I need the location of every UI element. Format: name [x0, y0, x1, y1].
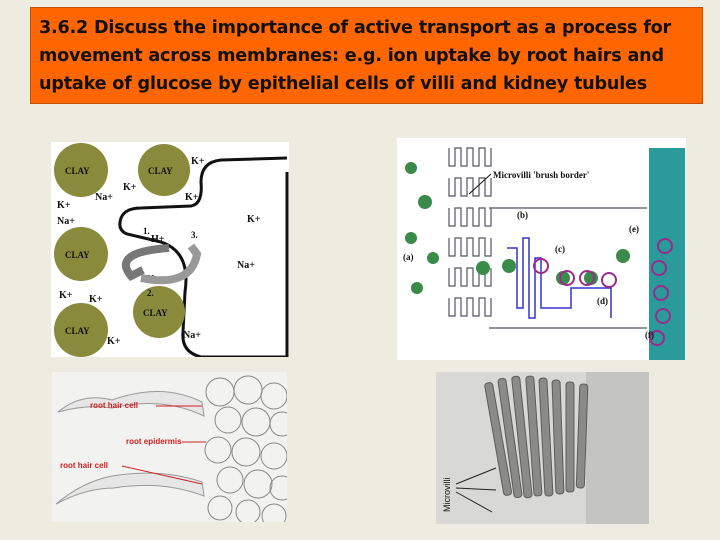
label-f: (f) — [645, 330, 654, 340]
k-ion-label: K+ — [57, 200, 71, 211]
k-ion-label: K+ — [123, 182, 137, 193]
root-hair-cell-outline — [118, 156, 289, 357]
clay-particle-4: CLAY — [133, 286, 185, 338]
slide-title: 3.6.2 Discuss the importance of active t… — [39, 18, 672, 94]
step-3-label: 3. — [191, 230, 198, 240]
k-ion-label: K+ — [247, 214, 261, 225]
label-e: (e) — [629, 224, 639, 234]
k-ion-label: K+ — [185, 192, 199, 203]
root-hair-cell-label-top: root hair cell — [90, 401, 138, 410]
root-hair-micrograph: root hair cell root epidermis root hair … — [52, 372, 287, 522]
svg-text:CLAY: CLAY — [65, 250, 90, 260]
clay-particle-2: CLAY — [138, 144, 190, 196]
root-hair-top — [57, 391, 205, 417]
clay-particle-3: CLAY — [54, 227, 108, 281]
root-cortex-cells — [204, 375, 287, 522]
blood-capillary — [649, 148, 685, 360]
root-hair-bottom — [55, 472, 205, 505]
na-ion-label: Na+ — [95, 192, 113, 203]
k-ion-label: K+ — [59, 290, 73, 301]
microvilli-pointer-lines — [455, 467, 497, 513]
glucose-molecules — [405, 162, 630, 294]
label-d: (d) — [597, 296, 608, 306]
microvilli-structures — [484, 375, 589, 499]
step-2-label: 2. — [147, 288, 154, 298]
brush-border-microvilli — [448, 147, 647, 329]
brush-border-label: Microvilli 'brush border' — [493, 170, 589, 180]
organelle-outline — [507, 237, 612, 319]
svg-text:CLAY: CLAY — [65, 326, 90, 336]
root-epidermis-label: root epidermis — [126, 437, 182, 446]
carrier-proteins — [533, 238, 673, 346]
svg-text:CLAY: CLAY — [65, 166, 90, 176]
clay-particle-5: CLAY — [54, 303, 108, 357]
k-ion-label: K+ — [191, 156, 205, 167]
microvilli-micrograph: Microvilli — [436, 372, 649, 524]
label-a: (a) — [403, 252, 414, 262]
exchange-arrow-left — [121, 244, 170, 281]
svg-text:CLAY: CLAY — [148, 166, 173, 176]
svg-text:CLAY: CLAY — [143, 308, 168, 318]
na-ion-label: Na+ — [57, 216, 75, 227]
label-b: (b) — [517, 210, 528, 220]
exchange-arrow-right — [140, 243, 202, 285]
h-ion-label: H+ — [151, 234, 165, 245]
na-ion-label: Na+ — [237, 260, 255, 271]
k-ion-label: K+ — [107, 336, 121, 347]
microvilli-transport-diagram: Microvilli 'brush border' (a) (b) (c) (d… — [397, 138, 686, 360]
k-ion-label: K+ — [89, 294, 103, 305]
label-c: (c) — [555, 244, 565, 254]
root-ion-uptake-diagram: CLAY CLAY CLAY CLAY CLAY K+ Na+ K+ K+ K+… — [51, 142, 289, 357]
clay-particle-1: CLAY — [54, 143, 108, 197]
microvilli-label: Microvilli — [442, 478, 452, 513]
root-hair-cell-label-bottom: root hair cell — [60, 461, 108, 470]
step-1-label: 1. — [143, 226, 150, 236]
slide-title-box: 3.6.2 Discuss the importance of active t… — [30, 7, 703, 104]
na-ion-label: Na+ — [183, 330, 201, 341]
